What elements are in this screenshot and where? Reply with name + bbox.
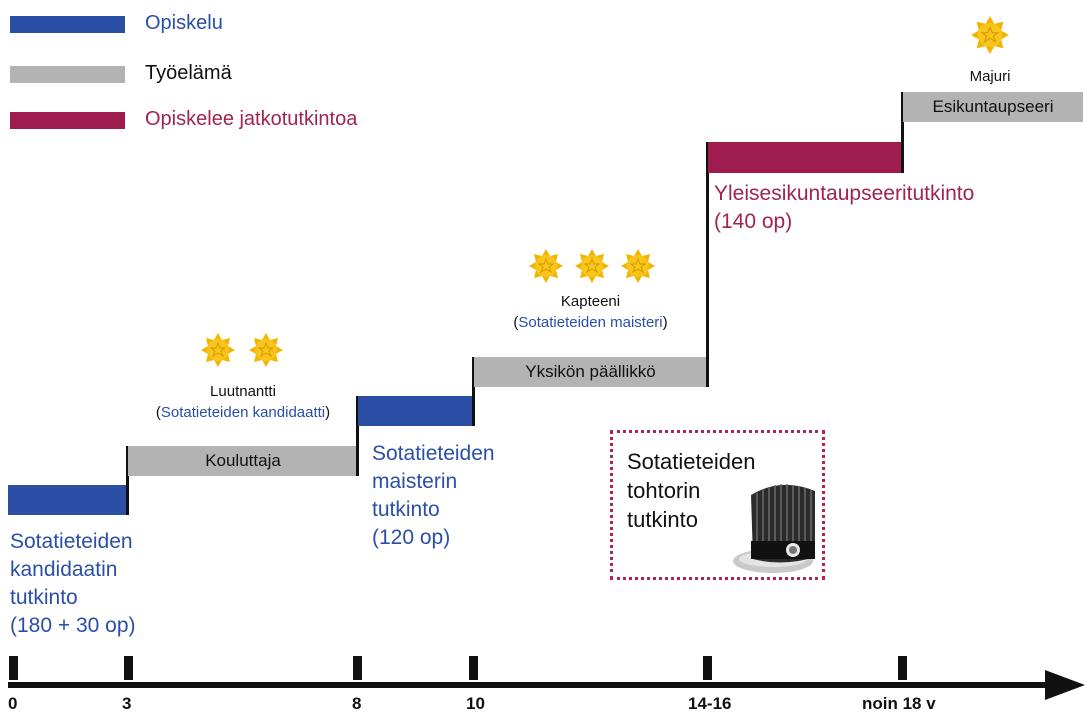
- axis-tick-label: 0: [8, 694, 18, 713]
- degree-master-line-1: Sotatieteiden: [372, 442, 495, 465]
- doctorate-line-2: tohtorin: [627, 478, 701, 503]
- axis-tick: [898, 656, 907, 680]
- legend-swatch-study: [10, 16, 125, 33]
- step-line-3: [126, 446, 129, 515]
- legend-swatch-work: [10, 66, 125, 83]
- work-bar-esikuntaupseeri: Esikuntaupseeri: [903, 92, 1083, 122]
- axis-tick-label: 3: [122, 694, 132, 713]
- step-line-18: [901, 92, 904, 173]
- degree-yleisesikunta: Yleisesikuntaupseeritutkinto (140 op): [714, 180, 974, 236]
- bar-label-kouluttaja: Kouluttaja: [205, 451, 281, 470]
- degree-bachelor-line-1: Sotatieteiden: [10, 530, 133, 553]
- doctorate-line-1: Sotatieteiden: [627, 449, 756, 474]
- work-bar-yksikon-paallikko: Yksikön päällikkö: [474, 357, 707, 387]
- bar-label-esikuntaupseeri: Esikuntaupseeri: [932, 97, 1054, 116]
- rank-star-icon: [201, 333, 235, 367]
- rank-majuri-title: Majuri: [969, 68, 1011, 85]
- rank-kapteeni-degree: Sotatieteiden maisteri: [518, 314, 663, 331]
- axis-tick: [124, 656, 133, 680]
- bar-label-yksikon-paallikko: Yksikön päällikkö: [525, 362, 656, 381]
- axis-tick-label: 10: [466, 694, 485, 713]
- rank-star-icon: [575, 249, 609, 283]
- axis-tick: [469, 656, 478, 680]
- rank-luutnantti-title: Luutnantti: [210, 383, 276, 400]
- rank-kapteeni-title: Kapteeni: [560, 293, 621, 310]
- rank-star-icon: [621, 249, 655, 283]
- legend-label-study: Opiskelu: [145, 12, 223, 34]
- time-axis: [8, 670, 1085, 700]
- axis-tick-label: noin 18 v: [862, 694, 936, 713]
- axis-tick-label: 14-16: [688, 694, 732, 713]
- axis-tick: [703, 656, 712, 680]
- rank-star-icon: [249, 333, 283, 367]
- degree-bachelor-line-2: kandidaatin: [10, 558, 118, 581]
- study-bar-master: [358, 396, 474, 426]
- degree-bachelor-line-3: tutkinto: [10, 586, 78, 609]
- degree-master-line-2: maisterin: [372, 470, 458, 493]
- step-line-14-16: [706, 142, 709, 387]
- rank-luutnantti-degree-line: (Sotatieteiden kandidaatti): [155, 404, 331, 421]
- doctorate-line-3: tutkinto: [627, 507, 698, 532]
- degree-bachelor: Sotatieteiden kandidaatin tutkinto (180 …: [10, 528, 136, 640]
- doctorate-box: Sotatieteiden tohtorin tutkinto: [610, 430, 825, 580]
- rank-luutnantti: Luutnantti (Sotatieteiden kandidaatti): [128, 381, 358, 423]
- axis-tick: [353, 656, 362, 680]
- axis-tick: [9, 656, 18, 680]
- rank-kapteeni-degree-line: (Sotatieteiden maisteri): [513, 314, 668, 331]
- axis-tick-label: 8: [352, 694, 362, 713]
- degree-yleisesikunta-line-2: (140 op): [714, 210, 793, 233]
- degree-master: Sotatieteiden maisterin tutkinto (120 op…: [372, 440, 495, 552]
- degree-yleisesikunta-line-1: Yleisesikuntaupseeritutkinto: [714, 182, 975, 205]
- work-bar-kouluttaja: Kouluttaja: [128, 446, 358, 476]
- rank-star-icon: [971, 16, 1009, 54]
- legend-swatch-postgrad: [10, 112, 125, 129]
- postgrad-bar-yleisesikunta: [708, 142, 903, 173]
- doctoral-hat-icon: [733, 484, 815, 573]
- rank-majuri: Majuri: [950, 66, 1030, 87]
- step-line-10: [472, 357, 475, 426]
- legend-label-work: Työelämä: [145, 62, 232, 84]
- degree-master-line-3: tutkinto: [372, 498, 440, 521]
- degree-master-line-4: (120 op): [372, 526, 451, 549]
- step-line-8: [356, 396, 359, 476]
- rank-star-icon: [529, 249, 563, 283]
- rank-luutnantti-degree: Sotatieteiden kandidaatti: [160, 404, 326, 421]
- doctorate-label: Sotatieteiden tohtorin tutkinto: [627, 447, 755, 534]
- rank-kapteeni: Kapteeni (Sotatieteiden maisteri): [474, 291, 707, 333]
- degree-bachelor-line-4: (180 + 30 op): [10, 614, 136, 637]
- legend-label-postgrad: Opiskelee jatkotutkintoa: [145, 108, 358, 130]
- study-bar-bachelor: [8, 485, 128, 515]
